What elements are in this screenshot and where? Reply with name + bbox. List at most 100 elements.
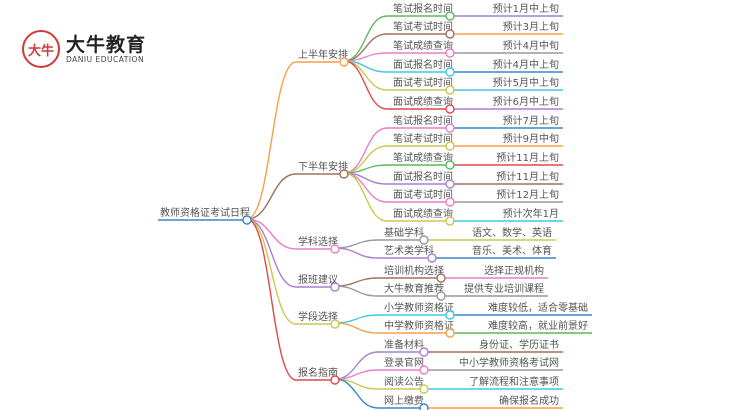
logo-name: 大牛教育 (66, 33, 147, 56)
leaf-label: 笔试成绩查询 (393, 39, 453, 52)
leaf-value: 预计9月中旬 (503, 132, 559, 145)
leaf-value: 中小学教师资格考试网 (459, 356, 559, 369)
leaf-node (419, 403, 429, 410)
branch-node (330, 244, 340, 254)
leaf-label: 面试报名时间 (393, 58, 453, 71)
leaf-node (445, 11, 455, 21)
leaf-connector (343, 172, 388, 222)
leaf-label: 笔试考试时间 (393, 20, 453, 33)
leaf-connector (334, 314, 379, 324)
leaf-label: 面试考试时间 (393, 188, 453, 201)
leaf-label: 准备材料 (384, 338, 424, 351)
logo-mark: 大牛 (22, 30, 60, 68)
leaf-node (427, 253, 437, 263)
leaf-label: 面试报名时间 (393, 170, 453, 183)
leaf-node (445, 216, 455, 226)
leaf-value: 了解流程和注意事项 (469, 375, 559, 388)
leaf-label: 艺术类学科 (384, 244, 434, 257)
leaf-value: 难度较高，就业前景好 (488, 319, 588, 332)
branch-node (330, 319, 340, 329)
leaf-connector (343, 127, 388, 174)
branch-label: 报班建议 (298, 273, 338, 286)
leaf-label: 阅读公告 (384, 375, 424, 388)
leaf-value: 音乐、美术、体育 (472, 244, 552, 257)
leaf-value: 预计1月中上旬 (493, 2, 559, 15)
leaf-value: 预计4月中旬 (503, 39, 559, 52)
leaf-value: 语文、数学、英语 (472, 226, 552, 239)
leaf-node (445, 328, 455, 338)
branch-label: 上半年安排 (298, 48, 348, 61)
leaf-value: 预计次年1月 (503, 207, 559, 220)
leaf-label: 面试成绩查询 (393, 95, 453, 108)
leaf-label: 笔试成绩查询 (393, 151, 453, 164)
leaf-node (445, 179, 455, 189)
leaf-connector (343, 60, 388, 110)
leaf-value: 选择正规机构 (484, 264, 544, 277)
leaf-value: 预计12月上旬 (496, 188, 559, 201)
leaf-node (445, 160, 455, 170)
leaf-node (445, 310, 455, 320)
leaf-label: 小学教师资格证 (384, 301, 454, 314)
branch-node (330, 375, 340, 385)
leaf-node (436, 291, 446, 301)
leaf-node (445, 197, 455, 207)
leaf-label: 笔试报名时间 (393, 2, 453, 15)
leaf-label: 面试成绩查询 (393, 207, 453, 220)
branch-connector (246, 218, 297, 288)
branch-label: 报名指南 (298, 366, 338, 379)
leaf-node (445, 123, 455, 133)
leaf-value: 预计4月中上旬 (493, 58, 559, 71)
leaf-label: 登录官网 (384, 356, 424, 369)
leaf-value: 难度较低，适合零基础 (488, 301, 588, 314)
branch-label: 学段选择 (298, 310, 338, 323)
root-label: 教师资格证考试日程 (160, 206, 250, 219)
leaf-connector (334, 277, 379, 287)
leaf-connector (334, 285, 379, 297)
leaf-node (445, 104, 455, 114)
leaf-node (445, 48, 455, 58)
leaf-value: 预计6月中上旬 (493, 95, 559, 108)
leaf-value: 提供专业培训课程 (464, 282, 544, 295)
leaf-label: 大牛教育推荐 (384, 282, 444, 295)
leaf-label: 笔试考试时间 (393, 132, 453, 145)
leaf-connector (334, 378, 379, 409)
leaf-connector (343, 15, 388, 62)
leaf-node (419, 365, 429, 375)
branch-node (330, 282, 340, 292)
leaf-label: 面试考试时间 (393, 76, 453, 89)
branch-connector (246, 173, 297, 220)
leaf-connector (334, 247, 379, 259)
leaf-node (419, 347, 429, 357)
root-node (242, 215, 252, 225)
leaf-node (419, 384, 429, 394)
branch-label: 学科选择 (298, 235, 338, 248)
branch-connector (246, 218, 297, 325)
logo: 大牛 大牛教育 DANIU EDUCATION (22, 30, 146, 68)
leaf-connector (334, 239, 379, 249)
leaf-label: 网上缴费 (384, 394, 424, 407)
leaf-node (445, 141, 455, 151)
leaf-connector (334, 322, 379, 334)
leaf-value: 确保报名成功 (499, 394, 559, 407)
leaf-value: 预计7月上旬 (503, 114, 559, 127)
leaf-label: 培训机构选择 (384, 264, 444, 277)
branch-connector (246, 218, 297, 381)
branch-node (339, 57, 349, 67)
leaf-value: 预计3月上旬 (503, 20, 559, 33)
leaf-label: 中学教师资格证 (384, 319, 454, 332)
branch-connector (246, 61, 297, 220)
leaf-node (445, 67, 455, 77)
leaf-node (419, 235, 429, 245)
branch-label: 下半年安排 (298, 160, 348, 173)
logo-subtitle: DANIU EDUCATION (66, 54, 145, 64)
leaf-label: 笔试报名时间 (393, 114, 453, 127)
leaf-value: 预计5月中上旬 (493, 76, 559, 89)
leaf-value: 身份证、学历证书 (479, 338, 559, 351)
leaf-value: 预计11月上旬 (496, 170, 559, 183)
branch-node (339, 169, 349, 179)
leaf-node (445, 85, 455, 95)
leaf-value: 预计11月上旬 (496, 151, 559, 164)
leaf-node (436, 273, 446, 283)
leaf-node (445, 29, 455, 39)
